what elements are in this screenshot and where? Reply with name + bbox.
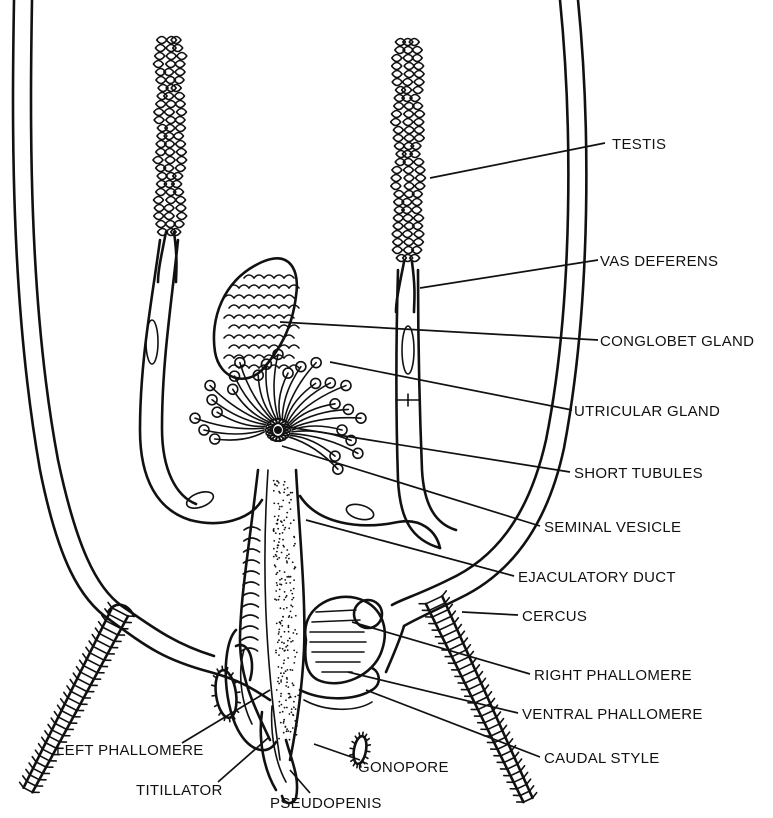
label-seminal-vesicle: SEMINAL VESICLE [544, 519, 681, 536]
label-short-tubules: SHORT TUBULES [574, 465, 703, 482]
testis-right [391, 39, 426, 313]
label-utricular-gland: UTRICULAR GLAND [574, 403, 720, 420]
leader-vas-deferens [420, 260, 598, 288]
leader-caudal-style [366, 690, 540, 757]
leader-cercus [462, 612, 518, 615]
leader-conglobet-gland [280, 322, 598, 340]
utricular-gland [190, 349, 366, 474]
label-gonopore: GONOPORE [358, 759, 449, 776]
seminal-vesicle-loops [184, 394, 440, 548]
pseudopenis [282, 740, 297, 803]
cercus-left [20, 602, 135, 792]
label-vas-deferens: VAS DEFERENS [600, 253, 718, 270]
label-caudal-style: CAUDAL STYLE [544, 750, 660, 767]
leader-left-phallomere [182, 690, 270, 743]
label-left-phallomere: LEFT PHALLOMERE [56, 742, 204, 759]
vas-deferens-left [140, 240, 196, 520]
label-testis: TESTIS [612, 136, 666, 153]
leader-titillator [218, 738, 268, 782]
body-wall [13, 0, 586, 700]
leader-pseudopenis [290, 770, 310, 793]
label-ventral-phallomere: VENTRAL PHALLOMERE [522, 706, 703, 723]
label-right-phallomere: RIGHT PHALLOMERE [534, 667, 692, 684]
label-conglobet-gland: CONGLOBET GLAND [600, 333, 754, 350]
titillator [261, 706, 286, 790]
label-cercus: CERCUS [522, 608, 587, 625]
conglobet-gland [214, 258, 299, 378]
leader-testis [430, 143, 605, 178]
label-titillator: TITILLATOR [136, 782, 223, 799]
right-phallomere [305, 597, 384, 683]
label-pseudopenis: PSEUDOPENIS [270, 795, 382, 812]
vas-deferens-right [397, 270, 457, 548]
label-ejaculatory-duct: EJACULATORY DUCT [518, 569, 676, 586]
leader-utricular-gland [330, 362, 572, 410]
